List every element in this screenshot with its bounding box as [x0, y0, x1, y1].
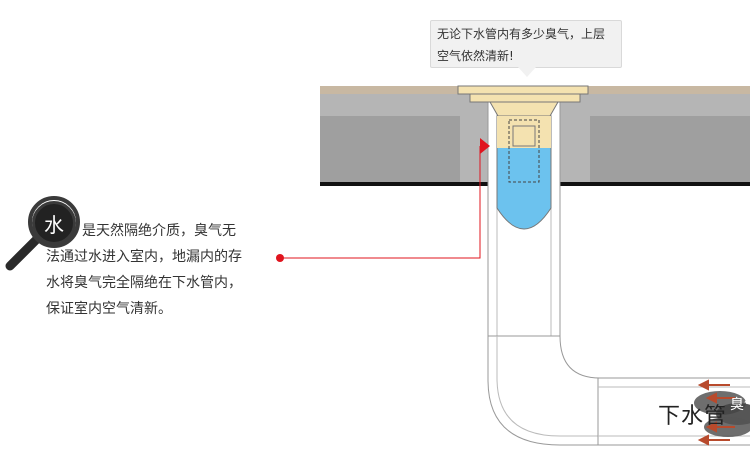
trap-core — [512, 125, 536, 147]
floor-inner-left — [320, 116, 460, 182]
pipe-elbow — [487, 335, 601, 446]
description-line-1: 是天然隔绝介质，臭气无 — [82, 223, 236, 239]
leader-line — [280, 146, 481, 259]
drain-flange — [457, 85, 589, 95]
leader-dot — [276, 254, 284, 262]
callout-line-1: 无论下水管内有多少臭气，上层 — [437, 27, 606, 41]
callout-bubble: 无论下水管内有多少臭气，上层 空气依然清新! — [430, 20, 622, 68]
floor-edge-right — [560, 182, 750, 186]
smell-label: 臭气 — [730, 397, 750, 413]
water-badge-label: 水 — [44, 212, 64, 237]
callout-tail — [518, 67, 536, 77]
red-arrow-icon — [480, 138, 490, 154]
drain-neck — [489, 101, 559, 117]
description-line-2: 法通过水进入室内，地漏内的存 — [46, 249, 242, 265]
description-line-3: 水将臭气完全隔绝在下水管内， — [46, 275, 242, 291]
description-line-4: 保证室内空气清新。 — [46, 301, 172, 317]
callout-line-2: 空气依然清新! — [437, 49, 514, 63]
trap-dashed — [508, 119, 540, 183]
water-badge: 水 — [32, 201, 76, 245]
floor-edge-left — [320, 182, 488, 186]
smell-arrows — [697, 379, 735, 446]
drain-collar — [469, 93, 581, 103]
description-text: 是天然隔绝介质，臭气无 法通过水进入室内，地漏内的存 水将臭气完全隔绝在下水管内… — [46, 218, 286, 322]
pipe-label: 下水管 — [658, 404, 728, 429]
magnifier-icon — [5, 196, 80, 271]
floor-inner-right — [590, 116, 750, 182]
